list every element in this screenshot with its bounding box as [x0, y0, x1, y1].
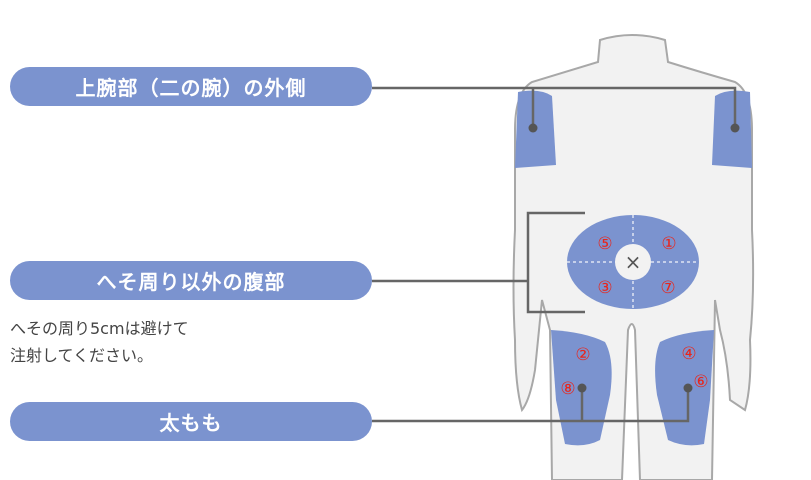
navel-mark: × — [625, 250, 642, 274]
site-number-7: ⑦ — [660, 278, 675, 298]
abdomen-note-line-2: 注射してください。 — [10, 346, 154, 365]
navel-exclusion-zone — [615, 244, 651, 280]
abdomen-note-line-1: へその周り5cmは避けて — [10, 319, 189, 338]
site-number-1: ① — [661, 234, 676, 254]
site-number-2: ② — [575, 345, 590, 365]
thigh-label: 太もも — [10, 402, 372, 441]
site-number-3: ③ — [597, 278, 612, 298]
site-number-6: ⑥ — [693, 372, 708, 392]
abdomen-note: へその周り5cmは避けて 注射してください。 — [10, 315, 189, 369]
upper-arm-label: 上腕部（二の腕）の外側 — [10, 67, 372, 106]
site-number-5: ⑤ — [597, 234, 612, 254]
abdomen-label: へそ周り以外の腹部 — [10, 261, 372, 300]
site-number-4: ④ — [681, 344, 696, 364]
site-number-8: ⑧ — [560, 379, 575, 399]
